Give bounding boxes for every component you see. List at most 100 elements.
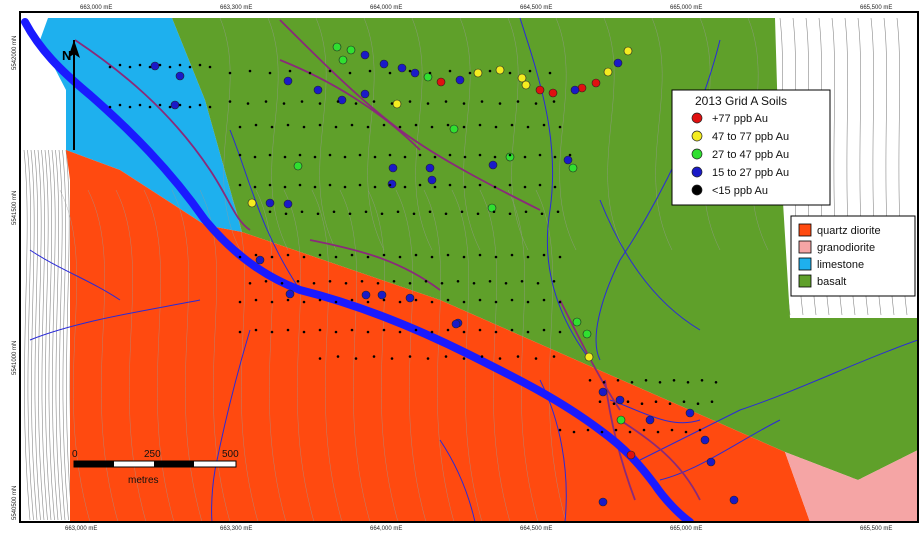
soil-sample-low [698, 428, 702, 432]
contour-line [27, 149, 34, 521]
soil-sample-low [148, 105, 152, 109]
soil-sample [293, 161, 303, 171]
soil-sample-low [558, 125, 562, 129]
soil-sample [423, 72, 433, 82]
soil-sample [425, 163, 435, 173]
left-tick-label: 5541500 mN [12, 191, 18, 225]
soil-sample-low [538, 153, 542, 157]
soil-sample-low [238, 330, 242, 334]
soil-sample-low [548, 71, 552, 75]
soil-sample-low [488, 279, 492, 283]
soil-sample-low [390, 102, 394, 105]
soil-sample [535, 85, 545, 95]
soil-sample-low [446, 123, 450, 127]
soil-sample-low [508, 153, 512, 157]
soil-sample-low [510, 123, 514, 127]
soil-sample [377, 290, 387, 300]
soil-sample [613, 58, 623, 68]
soils-legend-symbol [691, 112, 703, 124]
top-tick-label: 665,000 mE [670, 5, 702, 11]
soil-sample-low [598, 400, 602, 404]
soil-sample-low [462, 255, 466, 259]
soil-sample-low [350, 253, 354, 257]
soil-sample-low [656, 430, 660, 434]
soil-sample-low [300, 210, 304, 214]
soil-sample-low [572, 430, 576, 434]
soil-sample-low [283, 155, 287, 159]
contour-line [41, 149, 48, 521]
soil-sample [427, 175, 437, 185]
top-tick-label: 664,000 mE [370, 5, 402, 11]
soil-sample-low [158, 63, 162, 67]
soil-sample-low [553, 155, 557, 159]
soil-sample-low [238, 153, 242, 157]
soil-sample-low [498, 102, 502, 105]
soil-sample-low [558, 330, 562, 334]
soil-sample-low [350, 328, 354, 332]
soil-sample-low [534, 102, 538, 105]
soil-sample-low [668, 402, 672, 406]
soil-sample [517, 73, 527, 83]
soil-sample-low [476, 212, 480, 216]
contour-line [459, 17, 481, 251]
soil-sample-low [354, 357, 358, 360]
soil-sample-low [253, 155, 257, 159]
soil-sample-low [446, 298, 450, 302]
soil-sample [487, 203, 497, 213]
soil-sample-low [462, 125, 466, 129]
soil-sample-low [208, 65, 212, 69]
soil-sample-low [493, 185, 497, 189]
soil-sample-low [462, 300, 466, 304]
soil-sample [700, 435, 710, 445]
soil-sample-low [344, 281, 348, 285]
soil-sample-low [298, 153, 302, 157]
geology-legend-box [790, 215, 916, 297]
soil-sample-low [433, 155, 437, 159]
soil-sample [584, 352, 594, 362]
soil-sample-low [108, 65, 112, 69]
soil-sample [265, 198, 275, 208]
soil-sample-low [408, 355, 412, 358]
soil-sample-low [350, 123, 354, 127]
soil-sample [591, 78, 601, 88]
soil-sample-low [444, 100, 448, 103]
soil-sample [563, 155, 573, 165]
soil-sample [685, 408, 695, 418]
soil-sample-low [318, 102, 322, 105]
soil-sample-low [586, 428, 590, 432]
geology-legend: quartz dioritegranodioritelimestonebasal… [790, 215, 916, 297]
contour-line [603, 17, 625, 251]
geology-legend-label: basalt [817, 276, 846, 288]
soil-sample-low [268, 210, 272, 214]
top-tick-label: 665,500 mE [860, 5, 892, 11]
soil-sample-low [640, 402, 644, 406]
soil-sample-low [414, 253, 418, 257]
contour-line [34, 149, 41, 521]
soil-sample [473, 68, 483, 78]
soil-sample-low [478, 183, 482, 187]
soil-sample-low [696, 402, 700, 406]
soil-sample-low [526, 125, 530, 129]
soil-sample-low [558, 255, 562, 259]
soil-sample [706, 457, 716, 467]
north-label: N [62, 48, 71, 63]
soil-sample-low [382, 123, 386, 127]
soil-sample-low [282, 102, 286, 105]
soil-samples [108, 42, 739, 507]
soil-sample [361, 290, 371, 300]
soil-sample [645, 415, 655, 425]
soil-sample-low [508, 183, 512, 187]
soil-sample [175, 71, 185, 81]
soil-sample-low [516, 355, 520, 358]
soil-sample [521, 80, 531, 90]
soil-sample-low [312, 281, 316, 285]
contour-line [395, 189, 427, 522]
contour-line [171, 189, 203, 522]
soil-sample-low [430, 330, 434, 334]
soil-sample-low [158, 103, 162, 107]
soils-legend-symbol [691, 184, 703, 196]
soil-sample-low [328, 69, 332, 73]
soil-sample-low [398, 255, 402, 259]
soil-sample-low [283, 185, 287, 189]
